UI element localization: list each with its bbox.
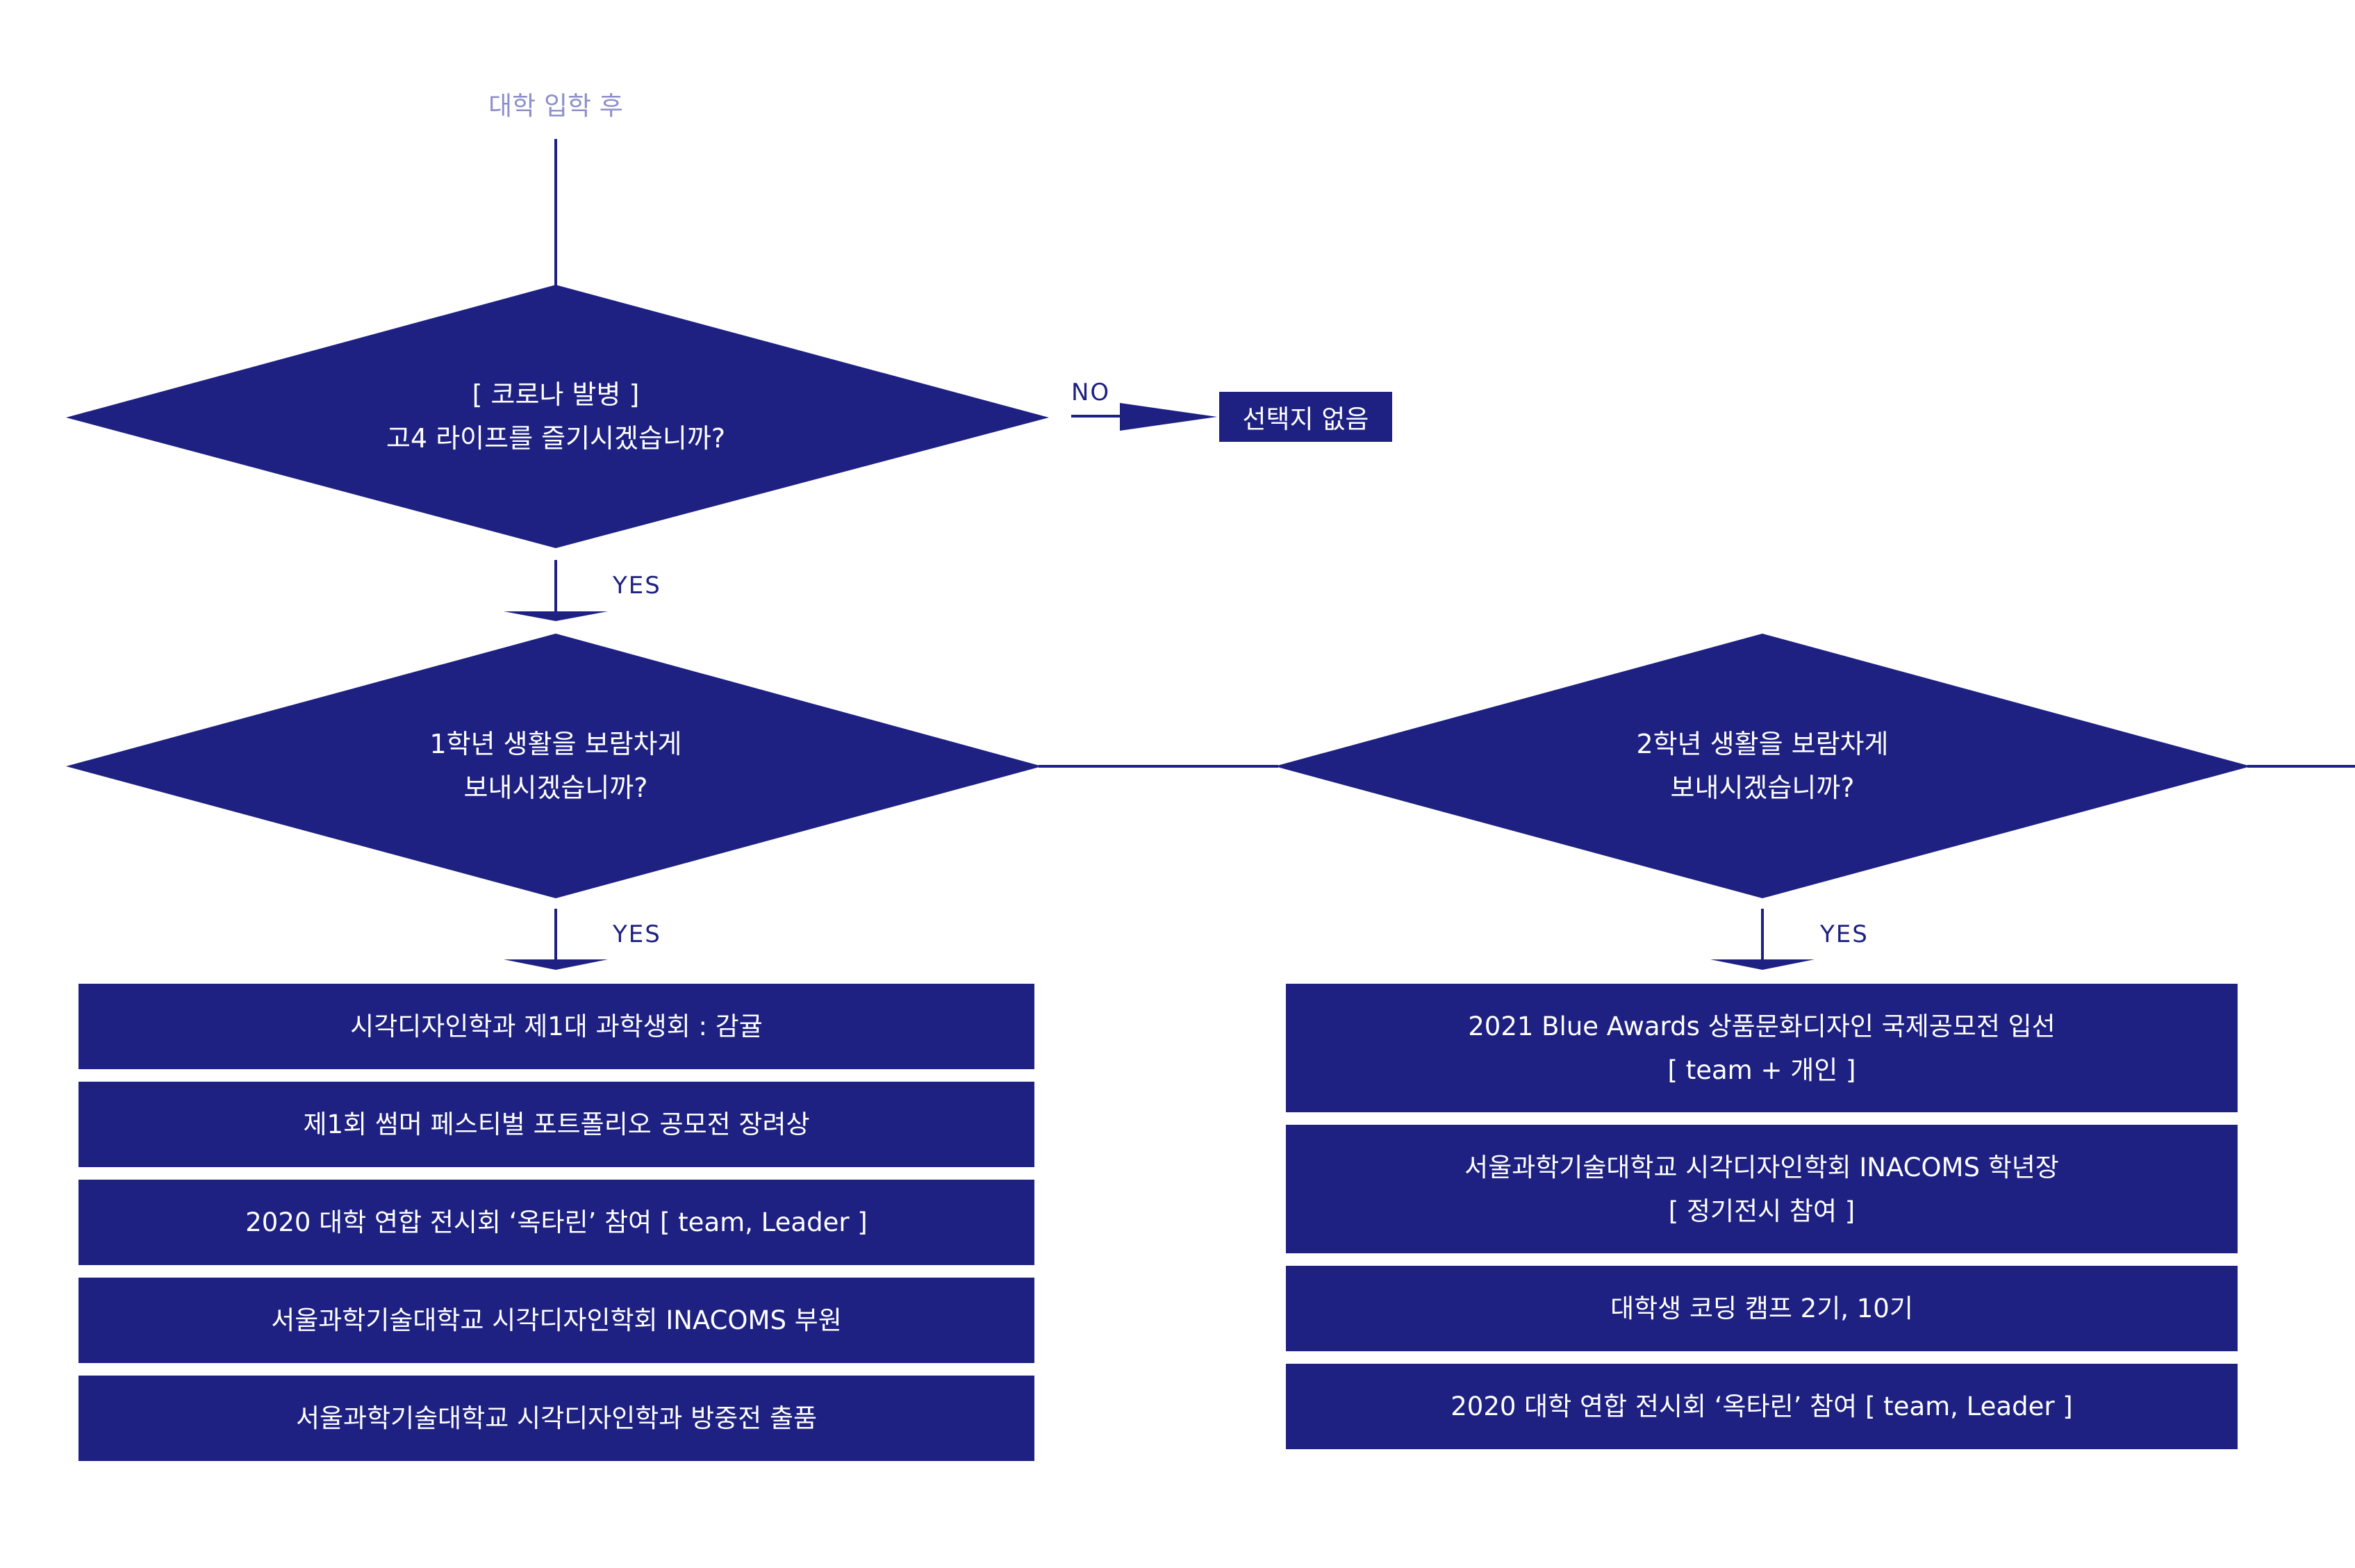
yes-label-year2: YES — [1820, 921, 1869, 948]
yes-label-year1: YES — [613, 921, 661, 948]
year1-activity-text: 시각디자인학과 제1대 과학생회 : 감귤 — [350, 1012, 763, 1041]
year2-activity-list: 2021 Blue Awards 상품문화디자인 국제공모전 입선 [ team… — [1286, 984, 2238, 1449]
decision-covid-line2: 고4 라이프를 즐기시겠습니까? — [386, 423, 726, 454]
year2-activity-item: 2021 Blue Awards 상품문화디자인 국제공모전 입선 [ team… — [1286, 984, 2238, 1112]
decision-diamond-covid — [66, 285, 1049, 548]
decision-year1-line1: 1학년 생활을 보람차게 — [429, 729, 682, 759]
arrowhead-no — [1120, 403, 1217, 431]
arrowhead-yes-1 — [504, 611, 608, 621]
decision-year2-line2: 보내시겠습니까? — [1670, 773, 1855, 803]
year2-activity-text: 2021 Blue Awards 상품문화디자인 국제공모전 입선 — [1468, 1011, 2056, 1041]
decision-year1-line2: 보내시겠습니까? — [463, 773, 648, 803]
year1-activity-item: 서울과학기술대학교 시각디자인학회 INACOMS 부원 — [78, 1278, 1034, 1363]
year1-activity-item: 시각디자인학과 제1대 과학생회 : 감귤 — [78, 984, 1034, 1069]
year2-activity-text: 서울과학기술대학교 시각디자인학회 INACOMS 학년장 — [1464, 1152, 2059, 1182]
year2-activity-item: 서울과학기술대학교 시각디자인학회 INACOMS 학년장 [ 정기전시 참여 … — [1286, 1125, 2238, 1253]
year1-activity-item: 제1회 썸머 페스티벌 포트폴리오 공모전 장려상 — [78, 1082, 1034, 1167]
year2-activity-text: 대학생 코딩 캠프 2기, 10기 — [1610, 1294, 1913, 1323]
decision-year2-text: 2학년 생활을 보람차게 보내시겠습니까? — [1485, 723, 2040, 810]
year1-activity-text: 서울과학기술대학교 시각디자인학과 방중전 출품 — [295, 1403, 818, 1433]
year1-activity-text: 2020 대학 연합 전시회 ‘옥타린’ 참여 [ team, Leader ] — [245, 1207, 868, 1237]
no-label: NO — [1071, 379, 1111, 406]
decision-covid-line1: [ 코로나 발병 ] — [472, 379, 640, 410]
year1-activity-list: 시각디자인학과 제1대 과학생회 : 감귤 제1회 썸머 페스티벌 포트폴리오 … — [78, 984, 1034, 1461]
arrowhead-yes-year1 — [504, 959, 608, 970]
year1-activity-text: 제1회 썸머 페스티벌 포트폴리오 공모전 장려상 — [303, 1109, 810, 1139]
year1-activity-item: 서울과학기술대학교 시각디자인학과 방중전 출품 — [78, 1376, 1034, 1461]
year1-activity-text: 서울과학기술대학교 시각디자인학회 INACOMS 부원 — [271, 1305, 842, 1335]
decision-year2-line1: 2학년 생활을 보람차게 — [1636, 729, 1889, 759]
arrowhead-yes-year2 — [1710, 959, 1815, 970]
decision-year1-text: 1학년 생활을 보람차게 보내시겠습니까? — [278, 723, 834, 810]
year2-activity-text: 2020 대학 연합 전시회 ‘옥타린’ 참여 [ team, Leader ] — [1451, 1392, 2073, 1421]
year2-activity-subtext: [ team + 개인 ] — [1667, 1055, 1856, 1085]
yes-label-covid: YES — [613, 572, 661, 600]
year1-activity-item: 2020 대학 연합 전시회 ‘옥타린’ 참여 [ team, Leader ] — [78, 1180, 1034, 1265]
year2-activity-item: 대학생 코딩 캠프 2기, 10기 — [1286, 1266, 2238, 1351]
decision-diamond-year1 — [66, 634, 1042, 898]
decision-covid-text: [ 코로나 발병 ] 고4 라이프를 즐기시겠습니까? — [278, 373, 834, 461]
decision-diamond-year2 — [1275, 634, 2251, 898]
year2-activity-subtext: [ 정기전시 참여 ] — [1668, 1196, 1856, 1226]
year2-activity-item: 2020 대학 연합 전시회 ‘옥타린’ 참여 [ team, Leader ] — [1286, 1364, 2238, 1449]
start-label: 대학 입학 후 — [488, 91, 623, 121]
no-result-box: 선택지 없음 — [1219, 392, 1392, 442]
